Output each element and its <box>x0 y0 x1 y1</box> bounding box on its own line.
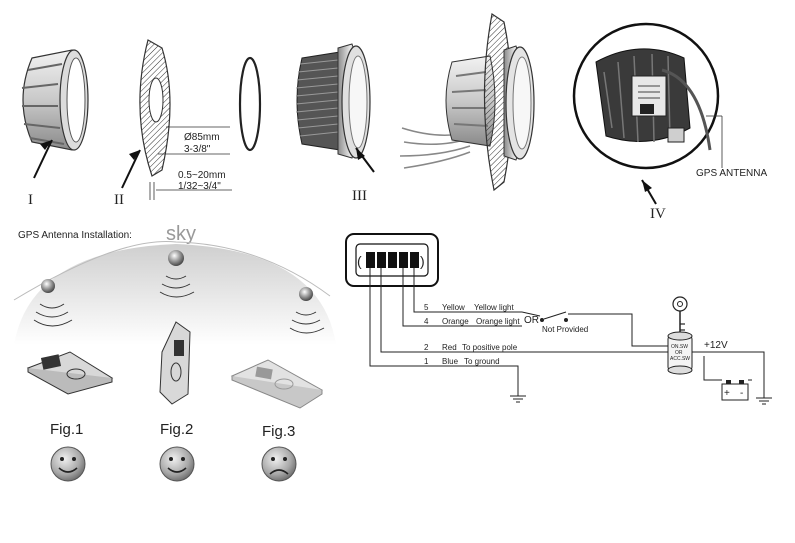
battery-plus: + <box>724 388 730 399</box>
fig1-label: Fig.1 <box>50 421 83 438</box>
satellite-center <box>159 250 195 298</box>
part-iv-rear-view <box>572 22 723 205</box>
part-ii-bracket <box>121 39 232 200</box>
antenna-position-fig3 <box>230 359 323 409</box>
connector-left-bracket: ( <box>357 253 362 269</box>
battery-minus: - <box>740 388 743 399</box>
satellite-left <box>33 279 73 327</box>
installation-title: GPS Antenna Installation: <box>18 230 132 241</box>
assembled-gauge <box>399 12 535 192</box>
part-label-i: I <box>28 192 33 208</box>
wire4-color: Orange <box>442 317 469 326</box>
wire1-desc: To ground <box>464 357 500 366</box>
sky-dome <box>13 241 336 345</box>
wire5-desc: Yellow light <box>474 303 515 312</box>
diameter-in: 3-3/8" <box>184 144 211 155</box>
antenna-position-fig2 <box>159 321 191 405</box>
connector-plug: ( ) <box>345 233 439 287</box>
thickness-in: 1/32~3/4" <box>178 181 221 192</box>
thickness-mm: 0.5~20mm <box>178 170 226 181</box>
ignition-switch <box>667 331 693 375</box>
wire5-color: Yellow <box>442 303 465 312</box>
sky-label: sky <box>166 223 196 245</box>
ignition-text-3: ACC.SW <box>670 356 690 362</box>
or-label: OR <box>524 315 539 326</box>
key-icon <box>672 296 688 334</box>
fig2-label: Fig.2 <box>160 421 193 438</box>
part-label-ii: II <box>114 192 124 208</box>
part-label-iii: III <box>352 188 367 204</box>
smile-icon-fig2 <box>159 446 195 482</box>
part-i-bezel <box>21 49 89 179</box>
wire2-color: Red <box>442 343 457 352</box>
wire-lines <box>369 268 765 398</box>
wire1-pin: 1 <box>424 357 429 366</box>
wire2-pin: 2 <box>424 343 429 352</box>
wire1-color: Blue <box>442 357 459 366</box>
switch-symbol <box>540 311 568 322</box>
wire5-pin: 5 <box>424 303 429 312</box>
wire2-desc: To positive pole <box>462 343 518 352</box>
connector-right-bracket: ) <box>420 253 425 269</box>
gps-antenna-label: GPS ANTENNA <box>696 168 767 179</box>
ignition-text-1: ON.SW <box>671 344 688 350</box>
not-provided-label: Not Provided <box>542 325 588 334</box>
battery-icon <box>721 380 749 401</box>
ignition-text-2: OR <box>675 350 683 356</box>
satellite-right <box>289 287 325 334</box>
voltage-label: +12V <box>704 340 728 351</box>
wire4-desc: Orange light <box>476 317 520 326</box>
wire4-pin: 4 <box>424 317 429 326</box>
part-label-iv: IV <box>650 206 666 222</box>
fig3-label: Fig.3 <box>262 423 295 440</box>
sad-face-icon-fig3 <box>261 446 297 482</box>
ground-icon-left <box>510 395 526 403</box>
smile-icon-fig1 <box>50 446 86 482</box>
antenna-position-fig1 <box>26 351 114 395</box>
diameter-mm: Ø85mm <box>184 132 220 143</box>
part-iii-gauge-body <box>295 43 375 173</box>
o-ring <box>238 56 262 152</box>
ground-icon-right <box>756 397 772 405</box>
